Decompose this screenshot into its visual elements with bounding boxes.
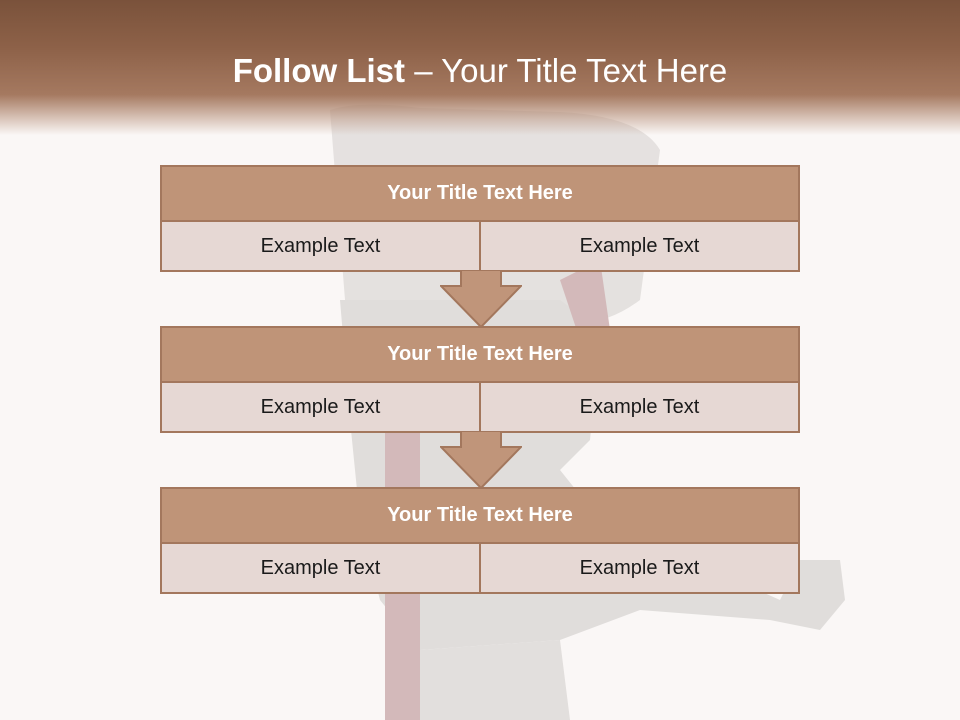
list-block-1: Your Title Text Here Example Text Exampl… [160, 165, 800, 272]
down-arrow-icon [440, 431, 522, 489]
down-arrow-icon [440, 270, 522, 328]
list-block-title: Your Title Text Here [160, 165, 800, 222]
slide-title-bold: Follow List [232, 52, 406, 89]
slide-title-separator: – [405, 52, 442, 89]
list-block-row: Example Text Example Text [160, 544, 800, 594]
slide-title: Follow List – Your Title Text Here [0, 52, 960, 90]
list-block-left-text: Example Text [260, 556, 381, 579]
list-block-title: Your Title Text Here [160, 326, 800, 383]
list-block-row: Example Text Example Text [160, 383, 800, 433]
list-block-row: Example Text Example Text [160, 222, 800, 272]
list-block-left-text: Example Text [260, 234, 381, 257]
list-block-right-text: Example Text [479, 222, 798, 270]
header-band [0, 0, 960, 135]
list-block-3: Your Title Text Here Example Text Exampl… [160, 487, 800, 594]
list-block-2: Your Title Text Here Example Text Exampl… [160, 326, 800, 433]
list-block-right-text: Example Text [479, 544, 798, 592]
list-block-title: Your Title Text Here [160, 487, 800, 544]
list-block-left-text: Example Text [260, 395, 381, 418]
slide-title-rest: Your Title Text Here [441, 52, 728, 89]
list-block-right-text: Example Text [479, 383, 798, 431]
